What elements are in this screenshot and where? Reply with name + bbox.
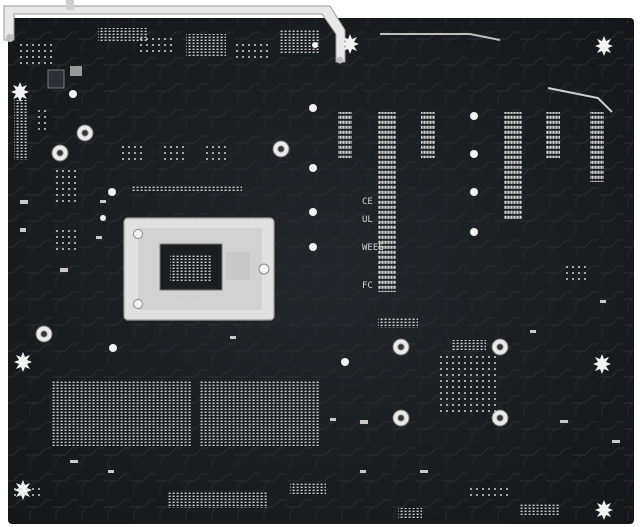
compliance-marks: CE UL WEEE FC <box>362 197 384 291</box>
bottom-headers <box>14 482 560 518</box>
svg-text:CE: CE <box>362 197 373 207</box>
standoff-dots <box>69 42 478 366</box>
svg-text:FC: FC <box>362 281 373 291</box>
io-area <box>16 28 320 89</box>
smd-components <box>20 200 620 473</box>
chipset-area <box>378 262 586 414</box>
cpu-backplate <box>123 217 275 321</box>
svg-text:UL: UL <box>362 215 373 225</box>
vrm-area <box>14 100 242 254</box>
dimm-pin-fields <box>52 380 320 446</box>
svg-text:WEEE: WEEE <box>362 243 384 253</box>
io-bracket <box>3 0 346 64</box>
pcie-slots <box>338 33 613 292</box>
socket-marking: 1151 ZEN <box>172 295 201 302</box>
mounting-holes <box>35 124 509 427</box>
